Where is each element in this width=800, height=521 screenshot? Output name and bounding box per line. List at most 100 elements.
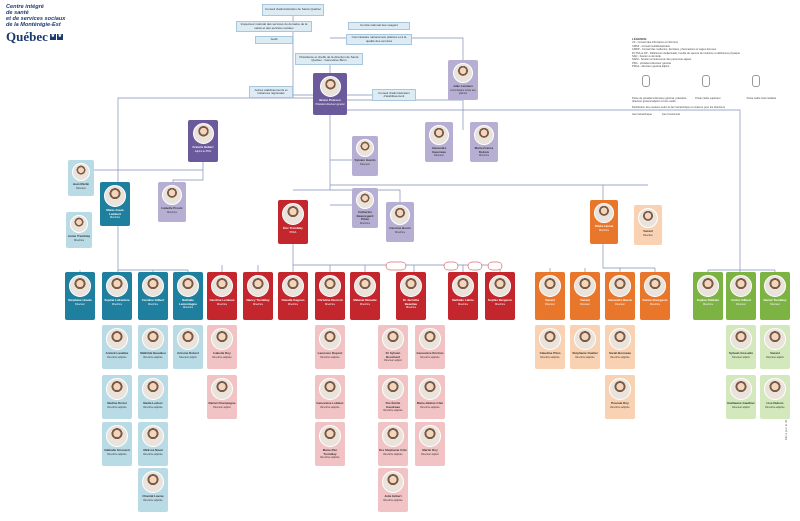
person-title: Directrice bbox=[324, 302, 336, 306]
person-photo bbox=[764, 328, 786, 350]
person-title: Directeur bbox=[736, 302, 746, 306]
person-title: Directeur bbox=[75, 302, 85, 306]
person-photo bbox=[142, 425, 164, 447]
person-title: Directeur adjoint bbox=[732, 405, 750, 409]
person-photo bbox=[644, 275, 666, 297]
person-photo bbox=[453, 63, 473, 83]
person-name: Lise Dubois bbox=[766, 401, 784, 405]
person-photo bbox=[419, 378, 441, 400]
person-title: Directrice adjointe bbox=[383, 409, 403, 413]
fleur-de-lis-icon: ⚜⚜ bbox=[49, 34, 63, 40]
person-photo bbox=[319, 275, 341, 297]
person-name: Nadine Drolet bbox=[107, 401, 127, 405]
person-title: Directeur adjoint bbox=[766, 355, 784, 359]
person-photo bbox=[609, 275, 631, 297]
person-name: Vacant bbox=[770, 351, 780, 355]
person-name: Mélanie Monette bbox=[353, 298, 377, 302]
person-name: Dr Jacinthe Beaulieu bbox=[402, 298, 420, 306]
person-title: Directrice bbox=[457, 302, 469, 306]
person-name: Stéphanie Ouellet bbox=[572, 351, 598, 355]
person-name: Mathilde Beaulieu bbox=[140, 351, 166, 355]
person-title: Directrice bbox=[109, 216, 121, 220]
person-photo bbox=[730, 328, 752, 350]
person-photo bbox=[697, 275, 719, 297]
person-name: Marie-Hélène Côté bbox=[416, 401, 444, 405]
person-title: Directrice bbox=[494, 302, 506, 306]
person-photo bbox=[211, 378, 233, 400]
person-name: Pascale Roy bbox=[611, 401, 629, 405]
person-title: Directrice adjointe bbox=[212, 355, 232, 359]
person-photo bbox=[282, 275, 304, 297]
person-title: Directrice bbox=[216, 302, 228, 306]
person-name: Antoine Robert bbox=[177, 351, 199, 355]
person-title: Directeur bbox=[770, 302, 780, 306]
person-name: Francis Hébert bbox=[192, 145, 214, 149]
person-photo bbox=[356, 191, 374, 209]
person-title: Directrice bbox=[478, 154, 490, 158]
person-title: Directrice bbox=[111, 302, 123, 306]
person-name: Éric Tremblay bbox=[283, 226, 303, 230]
person-title: Directeur bbox=[580, 302, 590, 306]
box-text: Conseil d'administration d'établissement bbox=[378, 90, 410, 98]
person-name: Laurence Dupont bbox=[317, 351, 343, 355]
box-text: Inspecteur national des services du doma… bbox=[240, 22, 308, 30]
legend-item: SAD - Soutien à domicile bbox=[632, 55, 661, 59]
person-photo bbox=[70, 215, 88, 233]
person-name: Claudia Gagnon bbox=[281, 298, 305, 302]
person-title: Directrice adjointe bbox=[575, 355, 595, 359]
person-title: Directrice adjointe bbox=[107, 452, 127, 456]
person-name: Christine Dumont bbox=[317, 298, 343, 302]
person-title: Directeur adjoint bbox=[384, 359, 402, 363]
person-photo bbox=[142, 378, 164, 400]
person-photo bbox=[764, 378, 786, 400]
person-title: Directrice bbox=[287, 302, 299, 306]
person-photo bbox=[382, 471, 404, 493]
box-conseil-sq: Conseil d'administration de Santé Québec bbox=[262, 4, 324, 16]
box-inspecteur: Inspecteur national des services du doma… bbox=[236, 21, 312, 32]
person-photo bbox=[474, 125, 494, 145]
person-name: Sylvain Guérin bbox=[354, 158, 376, 162]
person-title: Directrice adjointe bbox=[143, 452, 163, 456]
person-photo bbox=[142, 275, 164, 297]
legend-symbol-label: Poste de président-directeur général, pr… bbox=[632, 96, 687, 104]
person-title: Directrice bbox=[166, 210, 178, 214]
person-name: Martin Roy bbox=[422, 448, 438, 452]
person-title: Direction bbox=[643, 233, 653, 237]
person-name: Nadia Leclerc bbox=[143, 401, 163, 405]
person-name: Stéphane Houde bbox=[68, 298, 92, 302]
legend-item: PDGA - directeur général adjoint bbox=[632, 65, 670, 69]
person-title: Directeur bbox=[615, 302, 625, 306]
person-title: Directrice bbox=[702, 302, 714, 306]
person-name: Marie-Josée Lambert bbox=[106, 208, 124, 216]
person-name: Julie Lemieux bbox=[453, 84, 473, 88]
org-name-line: de la Montérégie-Est bbox=[6, 22, 61, 28]
legend-title: LÉGENDE bbox=[632, 37, 647, 41]
person-title: Directrice bbox=[359, 221, 371, 225]
person-photo bbox=[400, 275, 422, 297]
person-title: Directeur adjoint bbox=[213, 405, 231, 409]
